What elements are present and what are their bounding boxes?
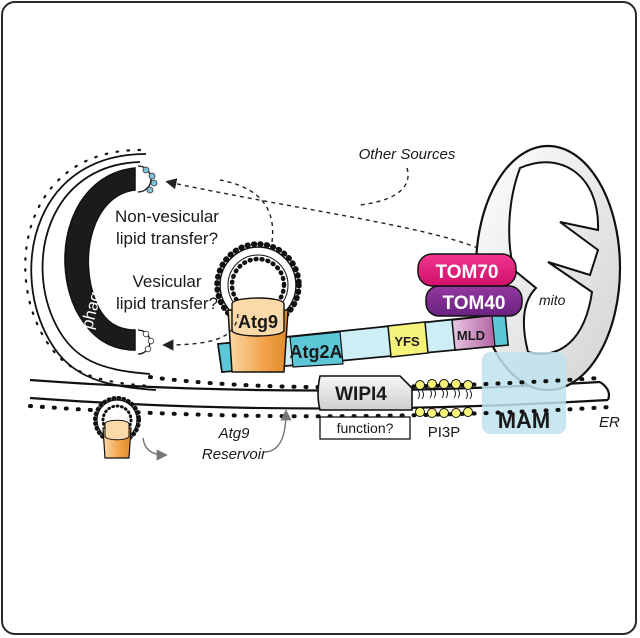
reservoir-arrows	[142, 409, 292, 461]
phagophore: phagophore	[24, 148, 158, 391]
tom70-label: TOM70	[435, 262, 498, 283]
atg9-reservoir-label: Atg9 Reservoir	[202, 425, 267, 463]
pi3p-label: PI3P	[428, 424, 461, 441]
transfer-arrows	[162, 167, 479, 351]
mam-region: MAM	[482, 352, 566, 434]
atg9-vesicle: Atg9	[214, 241, 302, 373]
atg9-reservoir-vesicle	[93, 396, 141, 459]
tom40: TOM40	[425, 285, 523, 317]
wipi4-label: WIPI4	[335, 384, 387, 405]
phagophore-tip-top	[137, 165, 158, 194]
atg2a-protein: Atg2A YFS MLD	[216, 313, 509, 373]
non-vesicular-line1: Non-vesicular	[115, 207, 219, 226]
atg9-reservoir-line2: Reservoir	[202, 446, 267, 463]
non-vesicular-label: Non-vesicular lipid transfer?	[115, 207, 219, 248]
vesicular-label: Vesicular lipid transfer?	[116, 272, 218, 313]
function-box: function?	[319, 416, 411, 440]
atg2a-label: Atg2A	[290, 342, 343, 362]
mito-label: mito	[539, 292, 566, 308]
mld-label: MLD	[457, 328, 485, 343]
other-sources-label: Other Sources	[359, 146, 456, 163]
vesicular-line2: lipid transfer?	[116, 294, 218, 313]
vesicular-line1: Vesicular	[133, 272, 202, 291]
atg9-label: Atg9	[238, 312, 278, 332]
tom40-label: TOM40	[442, 293, 505, 314]
atg9-reservoir-line1: Atg9	[218, 425, 251, 442]
pi3p-lipids: PI3P	[415, 379, 473, 441]
yfs-label: YFS	[394, 334, 420, 349]
er-label: ER	[599, 414, 620, 431]
tom70: TOM70	[417, 253, 517, 287]
phagophore-body	[64, 167, 136, 351]
function-label: function?	[337, 420, 394, 436]
er-ribosomes	[28, 375, 612, 419]
non-vesicular-line2: lipid transfer?	[116, 229, 218, 248]
wipi4: WIPI4	[317, 375, 413, 411]
phagophore-tip-bottom	[137, 329, 155, 355]
